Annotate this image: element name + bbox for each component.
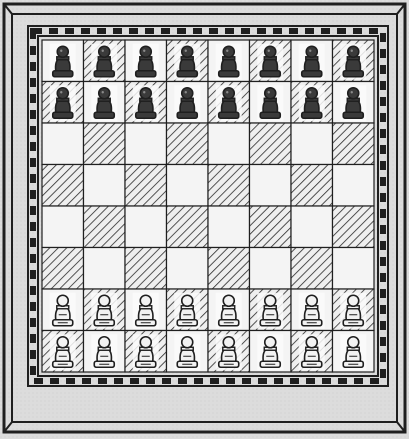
dark-square [167, 123, 209, 165]
light-square [250, 248, 292, 290]
light-square [167, 248, 209, 290]
light-square [84, 248, 126, 290]
light-square [291, 123, 333, 165]
light-square [208, 123, 250, 165]
dark-square [250, 123, 292, 165]
dark-square [208, 248, 250, 290]
dark-square [84, 206, 126, 248]
dark-square [333, 206, 375, 248]
light-square [250, 165, 292, 207]
dark-square [250, 206, 292, 248]
light-square [333, 165, 375, 207]
light-square [291, 206, 333, 248]
light-square [167, 165, 209, 207]
light-square [42, 123, 84, 165]
light-square [84, 165, 126, 207]
dark-square [42, 165, 84, 207]
dark-square [208, 165, 250, 207]
light-square [208, 206, 250, 248]
dark-square [291, 248, 333, 290]
light-square [333, 248, 375, 290]
light-square [125, 123, 167, 165]
dark-square [42, 248, 84, 290]
dark-square [291, 165, 333, 207]
dark-square [125, 248, 167, 290]
dark-square [333, 123, 375, 165]
dark-square [84, 123, 126, 165]
dark-square [125, 165, 167, 207]
light-square [42, 206, 84, 248]
light-square [125, 206, 167, 248]
dark-square [167, 206, 209, 248]
